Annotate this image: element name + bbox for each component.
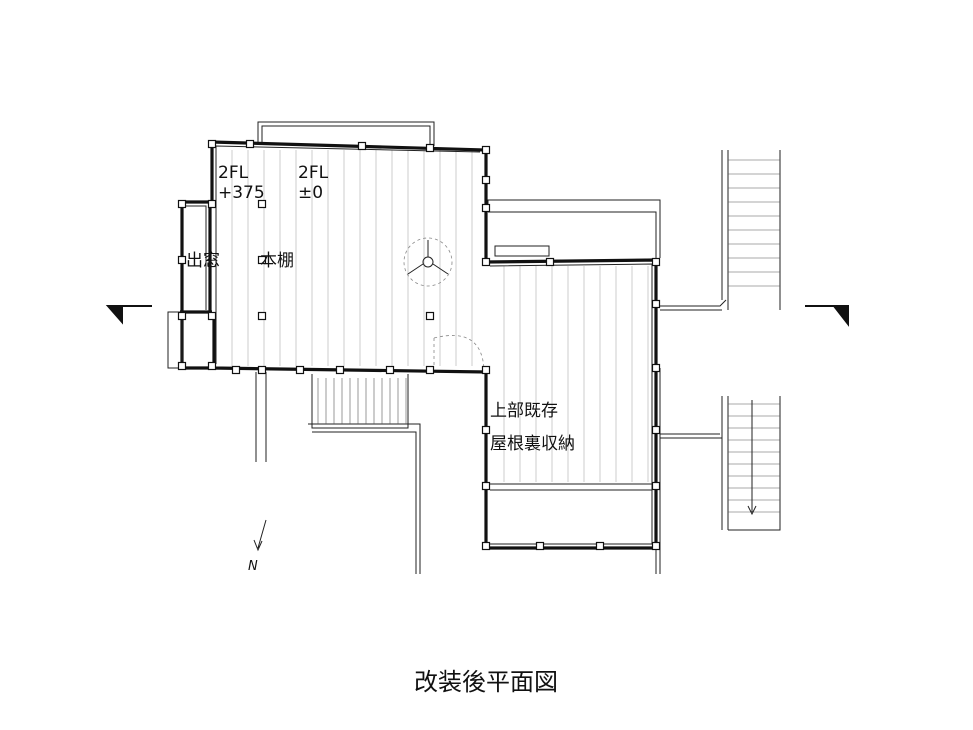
- exterior-stair-lower: [721, 396, 781, 531]
- north-label: N: [248, 559, 258, 574]
- label-line: 2FL: [298, 163, 329, 183]
- label-existing-attic: 上部既存屋根裏収納: [490, 401, 575, 454]
- post: [425, 311, 435, 321]
- connector-walls: [660, 299, 727, 439]
- interior-stair: [308, 374, 421, 574]
- east-room-inner-wall: [489, 263, 653, 545]
- section-marker-left: [105, 305, 152, 325]
- drawing-title: 改装後平面図: [414, 668, 558, 696]
- post: [651, 257, 661, 267]
- post: [481, 257, 491, 267]
- post: [481, 425, 491, 435]
- post: [257, 199, 267, 209]
- post: [177, 255, 187, 265]
- post: [651, 299, 661, 309]
- main-room-inner-wall: [186, 145, 481, 364]
- lower-posts: [255, 372, 267, 462]
- post: [651, 541, 661, 551]
- post: [177, 199, 187, 209]
- label-bay-window: 出窓: [186, 251, 220, 271]
- north-arrow-icon: [253, 519, 267, 552]
- post: [481, 481, 491, 491]
- eave-outline-east: [487, 199, 661, 258]
- label-level-upper: 2FL+375: [218, 163, 265, 203]
- post: [651, 425, 661, 435]
- post: [177, 361, 187, 371]
- post: [245, 139, 255, 149]
- post: [257, 311, 267, 321]
- label-line: 2FL: [218, 163, 249, 183]
- post: [257, 365, 267, 375]
- floor-boards-east-room: [503, 266, 649, 482]
- post: [207, 311, 217, 321]
- post: [335, 365, 345, 375]
- structural-posts: [177, 139, 661, 551]
- eave-outline-north: [257, 121, 435, 146]
- ceiling-fan-icon: [403, 237, 453, 287]
- post: [357, 141, 367, 151]
- post: [385, 365, 395, 375]
- post: [425, 143, 435, 153]
- post: [535, 541, 545, 551]
- label-bookshelf: 本棚: [260, 251, 294, 271]
- floor-boards-main-room: [231, 150, 473, 366]
- post: [207, 139, 217, 149]
- post: [207, 361, 217, 371]
- post: [257, 255, 267, 265]
- label-line: 上部既存: [490, 401, 558, 421]
- east-room-lintel: [494, 245, 550, 257]
- post: [481, 365, 491, 375]
- label-line: ±0: [298, 183, 323, 203]
- door-swing: [433, 335, 485, 371]
- label-line: +375: [218, 183, 265, 203]
- post: [481, 203, 491, 213]
- post: [295, 365, 305, 375]
- post: [651, 481, 661, 491]
- exterior-stair-upper: [721, 150, 781, 310]
- post: [595, 541, 605, 551]
- post: [481, 541, 491, 551]
- post: [545, 257, 555, 267]
- bay-window-sill: [167, 311, 183, 369]
- post: [651, 363, 661, 373]
- post: [207, 199, 217, 209]
- label-level-main: 2FL±0: [298, 163, 329, 203]
- post: [425, 365, 435, 375]
- section-marker-right: [805, 305, 849, 327]
- post: [481, 145, 491, 155]
- label-line: 屋根裏収納: [490, 433, 575, 454]
- post: [177, 311, 187, 321]
- post: [481, 175, 491, 185]
- east-room-extension: [655, 368, 661, 574]
- post: [231, 365, 241, 375]
